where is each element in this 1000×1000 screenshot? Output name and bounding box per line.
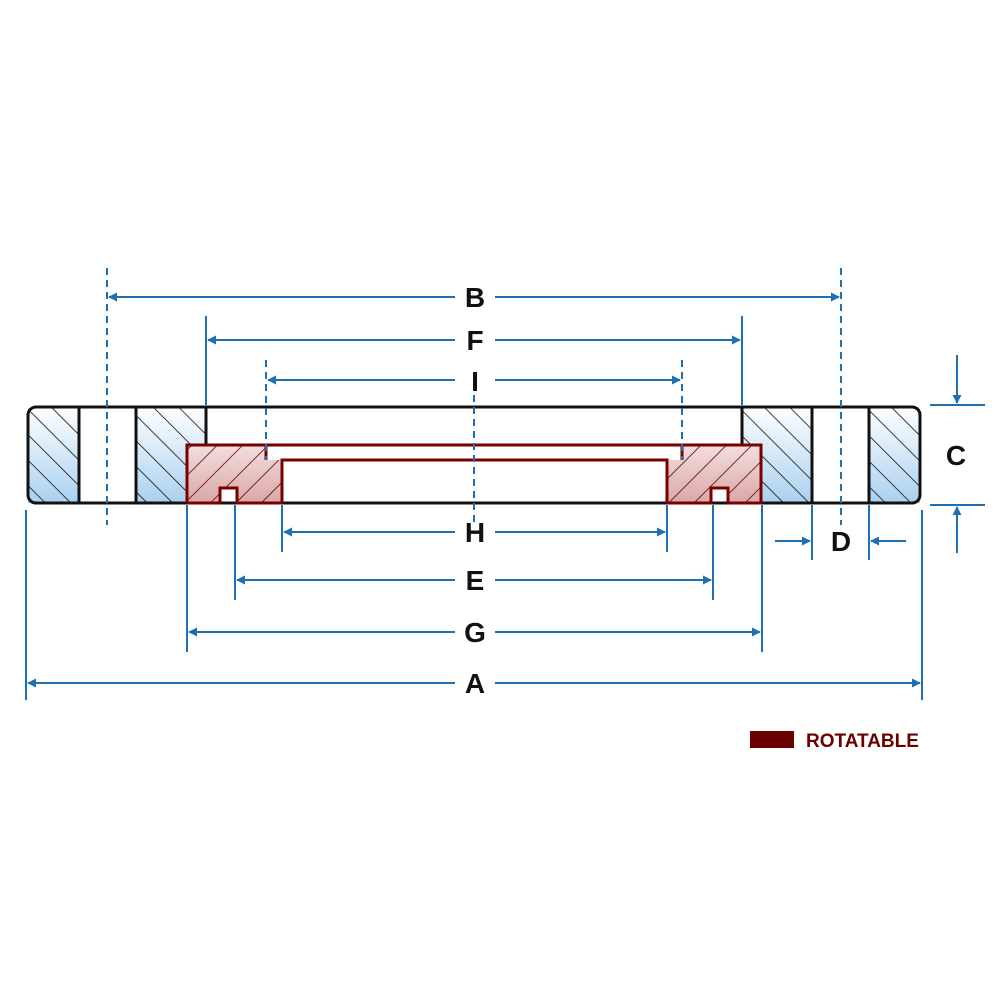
- legend-label: ROTATABLE: [806, 731, 919, 752]
- label-G: G: [464, 617, 486, 648]
- label-A: A: [465, 668, 485, 699]
- dimension-labels: B F I H E G A D C: [464, 282, 966, 699]
- label-C: C: [946, 440, 966, 471]
- flange-left-outer: [28, 407, 79, 503]
- rotatable-left: [187, 445, 282, 503]
- label-F: F: [466, 325, 483, 356]
- rotatable-right: [667, 445, 761, 503]
- label-B: B: [465, 282, 485, 313]
- label-E: E: [466, 565, 485, 596]
- rotatable-ring: [185, 443, 763, 505]
- dimension-lines: [27, 292, 962, 688]
- legend-swatch: [750, 731, 794, 748]
- extension-lines: [25, 268, 985, 700]
- label-D: D: [831, 526, 851, 557]
- rotatable-outline: [185, 443, 763, 505]
- label-H: H: [465, 517, 485, 548]
- flange-right-outer: [869, 407, 920, 503]
- label-I: I: [471, 366, 479, 397]
- legend: ROTATABLE: [750, 731, 919, 752]
